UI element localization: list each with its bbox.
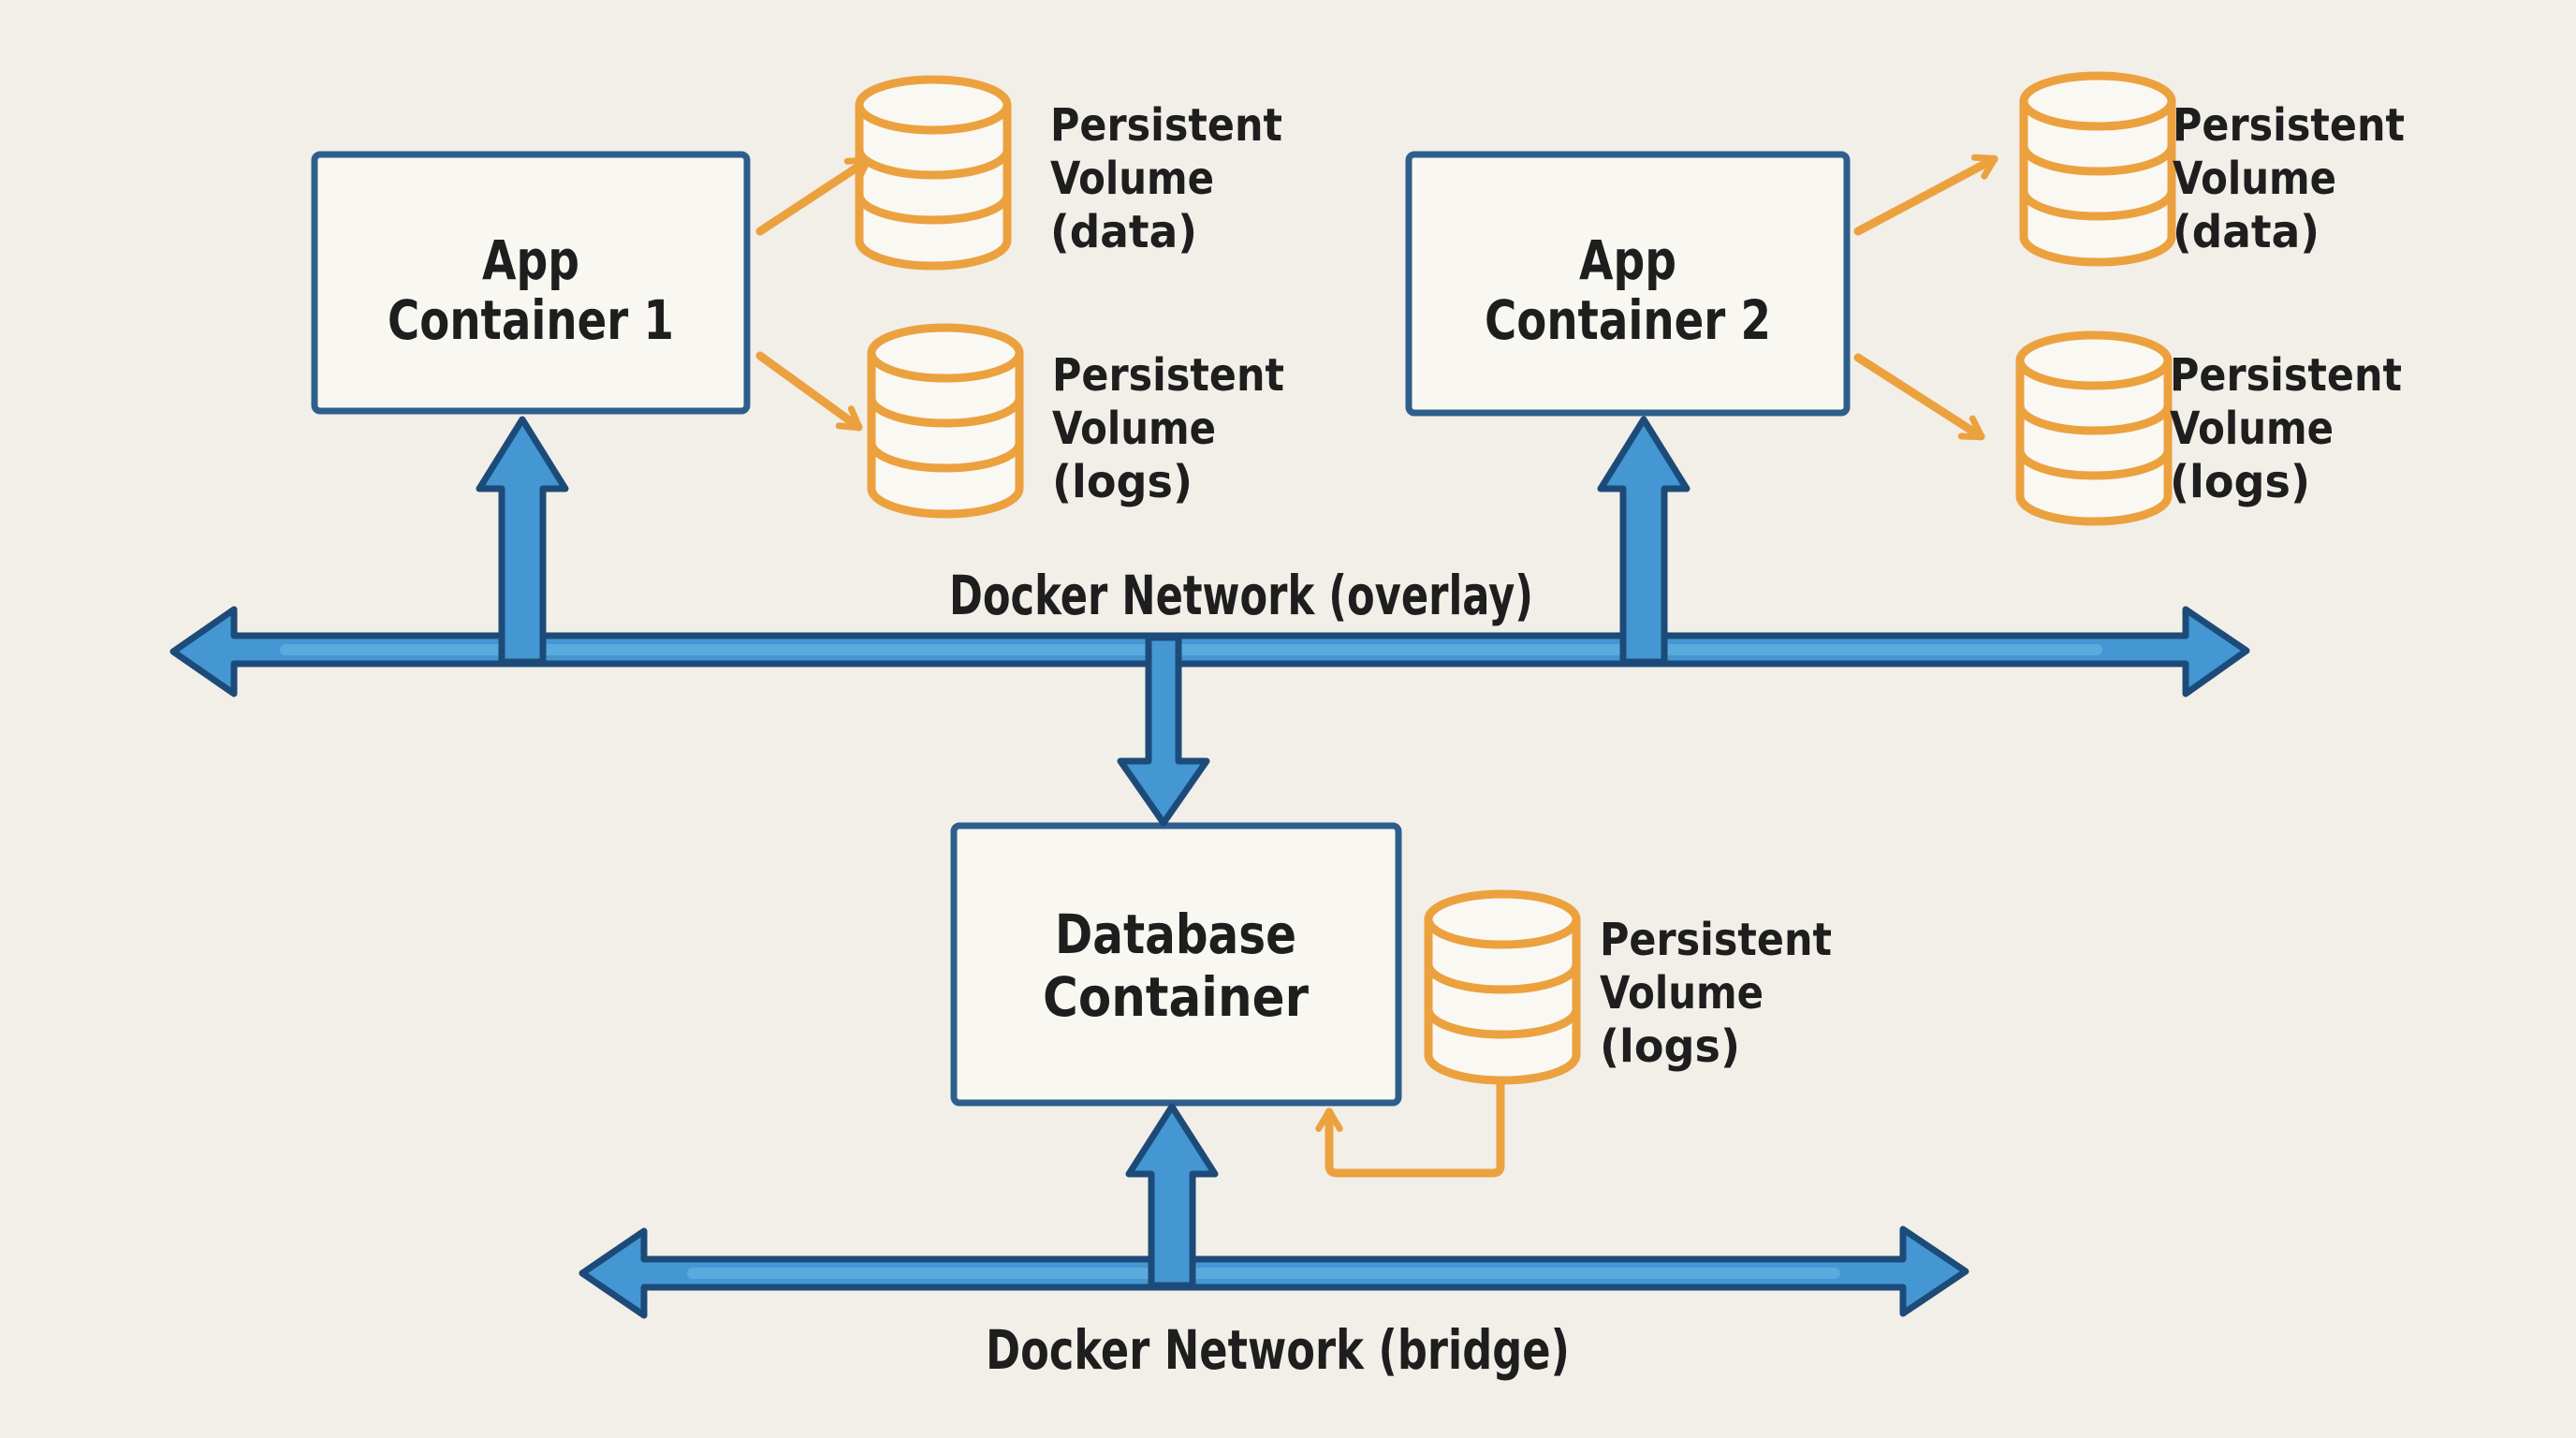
app2-data-volume-cylinder-icon [2024,76,2172,262]
app1-logs-volume-cylinder-icon [871,328,1019,514]
app2-data-volume-label-line1: Persistent [2173,99,2405,152]
app-container-1-box [311,151,751,415]
overlay-to-database-link-arrow [1117,634,1210,827]
app2-to-logs-volume-arrow [1853,353,1985,441]
app2-logs-volume-label-line3: (logs) [2170,456,2310,508]
app2-overlay-link-arrow [1597,416,1690,666]
app1-data-volume-cylinder-icon [859,80,1007,266]
db-logs-volume-cylinder-icon [1428,894,1576,1080]
app2-logs-volume-label-line1: Persistent [2170,349,2402,402]
app-container-2-title-line1: App [1579,228,1676,292]
app-container-2-box [1405,151,1851,417]
app1-data-volume-label-line2: Volume [1050,153,1214,205]
app1-overlay-link-arrow [476,416,569,666]
database-container-box [950,822,1402,1107]
app1-to-logs-volume-arrow [755,351,863,432]
database-container-title-line2: Container [1043,965,1309,1029]
app2-to-data-volume-arrow [1853,154,1998,236]
app1-data-volume-label-line3: (data) [1050,206,1197,258]
database-container-title-line1: Database [1055,902,1296,966]
database-bridge-link-arrow [1125,1103,1219,1289]
db-logs-volume-label-line2: Volume [1600,967,1764,1020]
app-container-1-title-line2: Container 1 [388,288,674,352]
db-logs-volume-label-line1: Persistent [1600,914,1832,966]
app1-data-volume-label-line1: Persistent [1050,99,1282,152]
bridge-network-label: Docker Network (bridge) [986,1318,1570,1382]
app-container-1-title-line1: App [482,228,579,292]
app1-logs-volume-label-line3: (logs) [1052,456,1193,508]
app1-to-data-volume-arrow [755,156,871,236]
app2-data-volume-label-line2: Volume [2173,153,2336,205]
overlay-network-label: Docker Network (overlay) [949,564,1533,627]
db-logs-volume-label-line3: (logs) [1600,1020,1740,1073]
app1-logs-volume-label-line2: Volume [1052,403,1216,455]
app1-logs-volume-label-line1: Persistent [1052,349,1284,402]
app2-logs-volume-label-line2: Volume [2170,403,2334,455]
app2-data-volume-label-line3: (data) [2173,206,2320,258]
db-logs-volume-return-arrow [1315,1079,1505,1178]
app-container-2-title-line2: Container 2 [1485,288,1771,352]
app2-logs-volume-cylinder-icon [2020,335,2168,521]
